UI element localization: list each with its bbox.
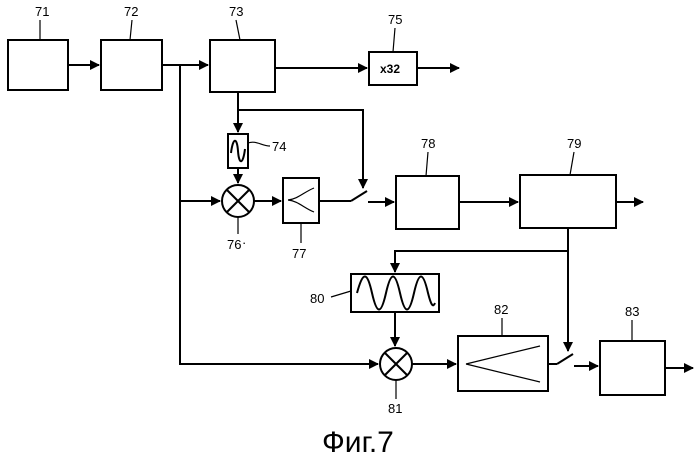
multiplier-text: x32 <box>380 62 400 76</box>
arrow-79-80 <box>395 228 568 272</box>
mixer-81 <box>380 348 412 380</box>
switch-1 <box>351 191 367 201</box>
label-78: 78 <box>421 136 435 151</box>
block-82-filter <box>458 336 548 391</box>
label-72: 72 <box>124 4 138 19</box>
label-74: 74 <box>272 139 286 154</box>
label-82: 82 <box>494 302 508 317</box>
label-73: 73 <box>229 4 243 19</box>
tick-mark-76: · <box>242 235 246 250</box>
block-79 <box>520 175 616 228</box>
leader-79 <box>570 152 574 175</box>
label-81: 81 <box>388 401 402 416</box>
block-78 <box>396 176 459 229</box>
leader-80 <box>331 291 351 297</box>
control-73-switch <box>238 110 363 188</box>
label-79: 79 <box>567 136 581 151</box>
leader-75 <box>393 28 395 52</box>
label-83: 83 <box>625 304 639 319</box>
label-77: 77 <box>292 246 306 261</box>
label-75: 75 <box>388 12 402 27</box>
switch-2 <box>557 354 573 364</box>
mixer-76 <box>222 185 254 217</box>
block-83 <box>600 341 665 395</box>
leader-73 <box>236 20 240 40</box>
leader-72 <box>130 20 132 40</box>
label-71: 71 <box>35 4 49 19</box>
figure-caption: Фиг.7 <box>322 426 394 459</box>
label-76: 76 <box>227 237 241 252</box>
block-73 <box>210 40 275 92</box>
block-72 <box>101 40 162 90</box>
leader-78 <box>426 152 428 176</box>
label-80: 80 <box>310 291 324 306</box>
block-71 <box>8 40 68 90</box>
leader-74 <box>248 142 270 146</box>
